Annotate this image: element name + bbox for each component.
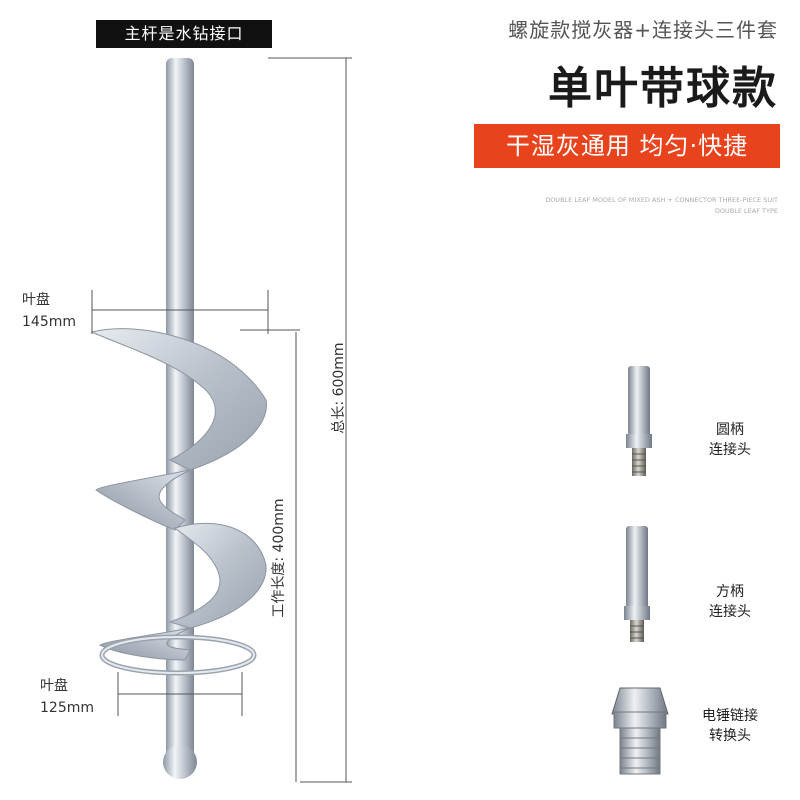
top-disc-label: 叶盘 [22,292,50,308]
accessory-2-line1: 方柄 [716,584,744,600]
bottom-disc-value: 125mm [40,700,94,716]
accessory-1-label: 圆柄 连接头 [690,420,770,460]
working-length-label: 工作长度: 400mm [271,498,287,618]
feature-badge: 干湿灰通用 均匀·快捷 [474,124,780,168]
product-subtitle: 螺旋款搅灰器+连接头三件套 [508,18,778,42]
accessory-2-line2: 连接头 [709,604,751,620]
product-title: 单叶带球款 [548,63,778,114]
round-shank-connector-icon [626,366,652,476]
bottom-disc-label: 叶盘 [40,678,68,694]
accessory-1-line1: 圆柄 [716,422,744,438]
spiral-blade [90,328,267,661]
english-caption-1: DOUBLE LEAF MODEL OF MIXED ASH + CONNECT… [545,196,778,204]
top-disc-value: 145mm [22,314,76,330]
accessory-3-line1: 电锤链接 [702,708,758,724]
english-caption-2: DOUBLE LEAF TYPE [714,207,778,215]
hammer-adapter-icon [611,687,669,775]
bottom-ring [99,634,257,676]
main-rod-label: 主杆是水钻接口 [96,20,272,48]
accessory-2-label: 方柄 连接头 [690,582,770,622]
dimension-lines [91,57,352,783]
accessory-3-line2: 转换头 [709,728,751,744]
total-length-label: 总长: 600mm [331,342,347,434]
accessory-1-line2: 连接头 [709,442,751,458]
main-rod [163,58,197,779]
square-shank-connector-icon [624,526,650,642]
accessory-3-label: 电锤链接 转换头 [690,706,770,746]
